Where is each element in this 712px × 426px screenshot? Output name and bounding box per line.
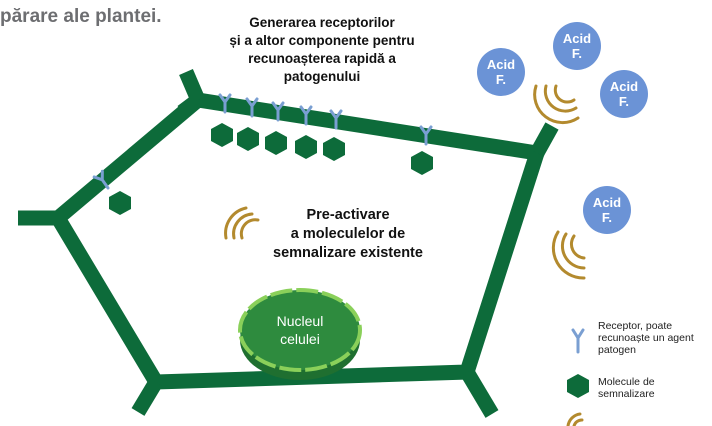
legend-wave-icon — [566, 412, 584, 426]
nucleus-label: Nucleul celulei — [276, 313, 324, 347]
receptor-icon — [271, 101, 285, 122]
receptors — [92, 93, 433, 190]
signaling-molecules — [109, 123, 433, 215]
receptor-icon — [92, 169, 110, 190]
receptor-icon — [245, 97, 259, 118]
acid-f-circle: Acid F. — [553, 22, 601, 70]
receptor-icon — [419, 125, 433, 146]
legend-receptor-icon — [571, 328, 585, 354]
legend-molecule-text: Molecule de semnalizare — [598, 376, 655, 400]
acid-f-circle: Acid F. — [583, 186, 631, 234]
receptor-generation-label: Generarea receptorilor și a altor compon… — [229, 15, 415, 84]
molecule-icon — [265, 131, 287, 155]
acid-f-circle: Acid F. — [600, 70, 648, 118]
molecule-icon — [211, 123, 233, 147]
molecule-icon — [411, 151, 433, 175]
heading-fragment: părare ale plantei. — [0, 6, 162, 27]
legend-molecule-icon — [567, 374, 589, 398]
legend-receptor-text: Receptor, poate recunoaște un agent pato… — [598, 320, 694, 356]
nucleus — [238, 288, 362, 380]
receptor-icon — [329, 109, 343, 130]
signal-wave-icon — [533, 84, 580, 125]
receptor-icon — [218, 93, 232, 114]
acid-f-circle: Acid F. — [477, 48, 525, 96]
molecule-icon — [109, 191, 131, 215]
pre-activation-label: Pre-activare a moleculelor de semnalizar… — [273, 207, 423, 261]
receptor-icon — [299, 105, 313, 126]
molecule-icon — [323, 137, 345, 161]
molecule-icon — [237, 127, 259, 151]
molecule-icon — [295, 135, 317, 159]
signal-wave-icon — [224, 206, 260, 240]
signal-wave-icon — [551, 230, 586, 280]
